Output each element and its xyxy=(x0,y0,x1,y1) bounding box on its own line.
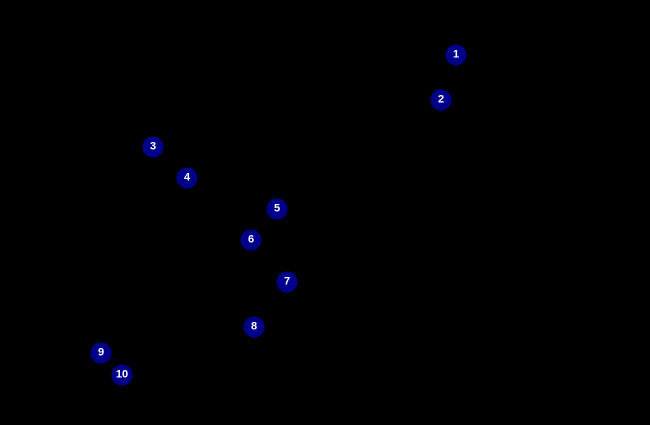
som-marker-1[interactable]: 1 xyxy=(445,44,467,66)
som-marker-4[interactable]: 4 xyxy=(176,167,198,189)
som-marker-10[interactable]: 10 xyxy=(111,364,133,386)
som-marker-6[interactable]: 6 xyxy=(240,229,262,251)
som-marker-7[interactable]: 7 xyxy=(276,271,298,293)
som-marker-2[interactable]: 2 xyxy=(430,89,452,111)
som-marker-9[interactable]: 9 xyxy=(90,342,112,364)
som-marker-8[interactable]: 8 xyxy=(243,316,265,338)
som-marker-5[interactable]: 5 xyxy=(266,198,288,220)
som-marker-3[interactable]: 3 xyxy=(142,136,164,158)
